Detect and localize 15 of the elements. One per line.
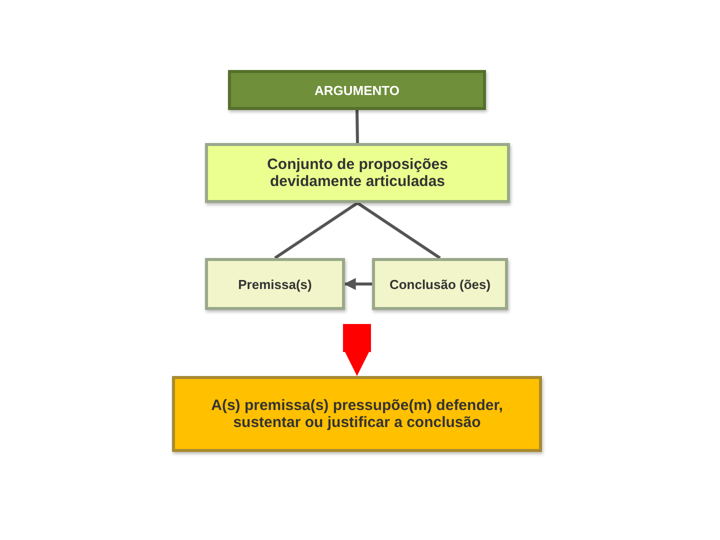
- connector-line: [356, 110, 359, 144]
- node-text: ARGUMENTO: [314, 82, 400, 98]
- process-box: [205, 258, 345, 310]
- node-text: Conjunto de proposições devidamente articuladas: [266, 156, 449, 190]
- process-box: [205, 143, 510, 203]
- result-box: [172, 376, 542, 452]
- block-arrow: [343, 324, 371, 376]
- node-text: Conclusão (ões): [389, 276, 491, 292]
- node-text: A(s) premissa(s) pressupõe(m) defender, sustentar ou justificar a conclusão: [210, 397, 504, 431]
- header-box: [228, 70, 486, 110]
- node-text: Premissa(s): [238, 276, 312, 292]
- process-box: [372, 258, 508, 310]
- connector-line: [356, 202, 441, 260]
- connector-line: [274, 202, 358, 260]
- arrow: [344, 278, 372, 290]
